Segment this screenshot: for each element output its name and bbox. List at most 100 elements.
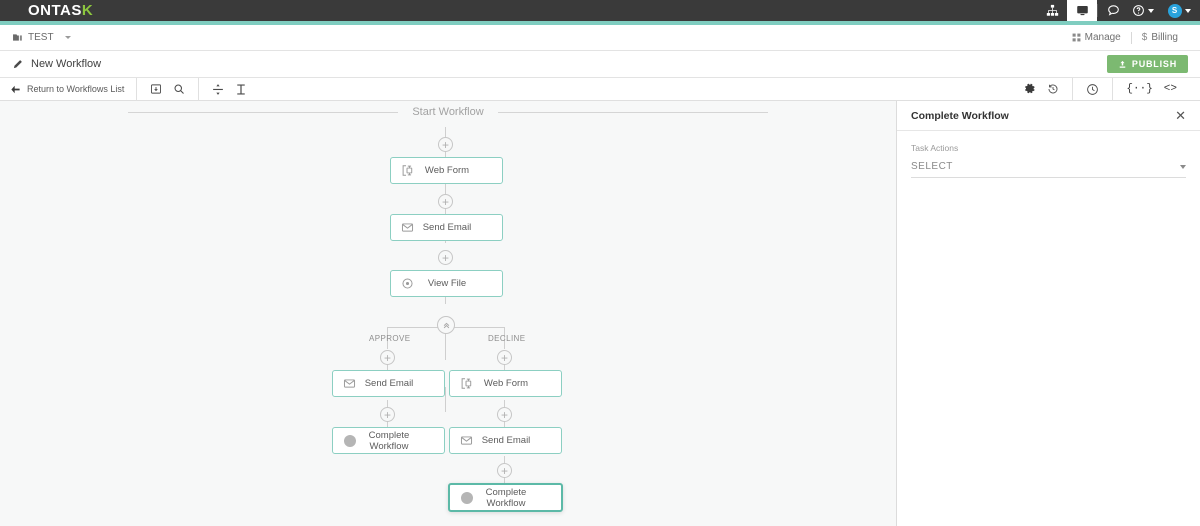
connector-line — [504, 327, 505, 349]
upload-icon — [1119, 60, 1126, 68]
manage-link[interactable]: Manage — [1062, 32, 1131, 43]
align-vertical-icon[interactable] — [212, 83, 224, 96]
add-step-button[interactable]: + — [438, 250, 453, 265]
chevron-down-icon[interactable] — [1180, 164, 1186, 169]
workflow-node-web-form[interactable]: Web Form — [449, 370, 562, 397]
decision-node[interactable] — [437, 316, 455, 334]
close-icon[interactable]: ✕ — [1175, 108, 1186, 123]
add-step-button[interactable]: + — [380, 407, 395, 422]
breadcrumb-chevron-down-icon[interactable] — [64, 36, 71, 39]
node-label: Complete Workflow — [485, 486, 527, 509]
return-label: Return to Workflows List — [27, 84, 125, 94]
node-label: View File — [427, 278, 467, 289]
user-chevron-down-icon[interactable] — [1184, 8, 1191, 13]
return-to-workflows-list-link[interactable]: Return to Workflows List — [10, 84, 136, 95]
node-label: Send Email — [481, 435, 531, 446]
search-icon[interactable] — [173, 83, 185, 95]
add-step-button[interactable]: + — [497, 463, 512, 478]
add-step-button[interactable]: + — [380, 350, 395, 365]
dot-icon — [459, 490, 474, 505]
user-menu[interactable]: S — [1158, 0, 1200, 21]
history-icon[interactable] — [1047, 83, 1059, 95]
breadcrumb-actions: Manage $ Billing — [1062, 31, 1188, 44]
add-step-button[interactable]: + — [497, 350, 512, 365]
workflow-canvas[interactable]: Start Workflow + + + + + + + + — [0, 101, 896, 526]
publish-label: PUBLISH — [1131, 59, 1177, 69]
connector-line — [387, 327, 388, 349]
code-tools: {··} <> — [1112, 77, 1190, 101]
toolbar-right-actions: {··} <> — [1011, 77, 1190, 101]
adjust-height-icon[interactable] — [235, 83, 247, 96]
breadcrumb-project: TEST — [28, 32, 54, 43]
dollar-icon: $ — [1141, 32, 1148, 43]
screen-icon[interactable] — [1067, 0, 1097, 21]
workflow-title[interactable]: New Workflow — [12, 58, 101, 70]
header-actions: S — [1037, 0, 1200, 21]
arrow-left-icon — [11, 85, 20, 93]
workflow-node-send-email[interactable]: Send Email — [332, 370, 445, 397]
task-detail-panel: Complete Workflow ✕ Task Actions SELECT — [896, 101, 1200, 526]
workflow-node-web-form[interactable]: Web Form — [390, 157, 503, 184]
logo-accent-k: K — [81, 2, 94, 19]
web-form-icon — [459, 376, 474, 391]
breadcrumb-action-divider — [1130, 31, 1132, 44]
workflow-node-complete-workflow-selected[interactable]: Complete Workflow — [448, 483, 563, 512]
branch-label-decline: DECLINE — [488, 334, 526, 343]
pencil-icon — [13, 59, 22, 68]
canvas-header: Start Workflow — [0, 106, 896, 118]
workflow-node-send-email[interactable]: Send Email — [449, 427, 562, 454]
connector-line — [445, 330, 446, 360]
grid-icon — [1072, 33, 1081, 42]
envelope-icon — [400, 220, 415, 235]
manage-label: Manage — [1084, 32, 1121, 43]
help-chevron-down-icon[interactable] — [1148, 8, 1154, 13]
dot-icon — [342, 433, 357, 448]
add-step-button[interactable]: + — [497, 407, 512, 422]
code-icon[interactable]: <> — [1163, 83, 1177, 95]
task-actions-select[interactable]: SELECT — [911, 161, 1186, 178]
task-actions-label: Task Actions — [911, 143, 959, 153]
header-divider — [1097, 4, 1098, 17]
billing-link[interactable]: $ Billing — [1132, 32, 1188, 43]
workflow-name: New Workflow — [31, 58, 102, 70]
node-label: Complete Workflow — [368, 429, 410, 452]
panel-body: Task Actions SELECT — [897, 131, 1200, 178]
billing-label: Billing — [1151, 32, 1178, 43]
workflow-node-view-file[interactable]: View File — [390, 270, 503, 297]
add-step-button[interactable]: + — [438, 137, 453, 152]
zoom-tools — [136, 77, 198, 101]
envelope-icon — [459, 433, 474, 448]
publish-button[interactable]: PUBLISH — [1106, 55, 1188, 73]
workflow-title-bar: New Workflow PUBLISH — [0, 51, 1200, 78]
breadcrumb-bar: TEST Manage $ Billing — [0, 25, 1200, 51]
header-line-left — [128, 111, 399, 113]
branch-label-approve: APPROVE — [369, 334, 411, 343]
gear-icon[interactable] — [1024, 83, 1036, 95]
avatar: S — [1167, 3, 1182, 18]
help-icon[interactable] — [1128, 0, 1158, 21]
org-chart-icon[interactable] — [1037, 0, 1067, 21]
double-chevron-up-icon — [443, 322, 449, 328]
connector-line — [445, 387, 446, 412]
node-label: Send Email — [364, 378, 414, 389]
task-actions-value: SELECT — [911, 161, 953, 172]
workflow-node-send-email[interactable]: Send Email — [390, 214, 503, 241]
folder-icon — [13, 34, 22, 41]
node-label: Send Email — [422, 222, 472, 233]
runtime-tools — [1072, 77, 1112, 101]
timer-icon[interactable] — [1086, 83, 1099, 96]
node-label: Web Form — [424, 165, 470, 176]
panel-title: Complete Workflow — [911, 109, 1009, 122]
chat-icon[interactable] — [1098, 0, 1128, 21]
workflow-node-complete-workflow[interactable]: Complete Workflow — [332, 427, 445, 454]
workflow-toolbar: Return to Workflows List — [0, 77, 1200, 101]
add-step-button[interactable]: + — [438, 194, 453, 209]
json-icon[interactable]: {··} — [1126, 83, 1153, 95]
breadcrumb[interactable]: TEST — [12, 32, 71, 43]
layout-tools — [198, 77, 260, 101]
envelope-icon — [342, 376, 357, 391]
accent-bar — [0, 21, 1200, 25]
fit-screen-icon[interactable] — [150, 83, 162, 95]
panel-header: Complete Workflow ✕ — [897, 101, 1200, 131]
